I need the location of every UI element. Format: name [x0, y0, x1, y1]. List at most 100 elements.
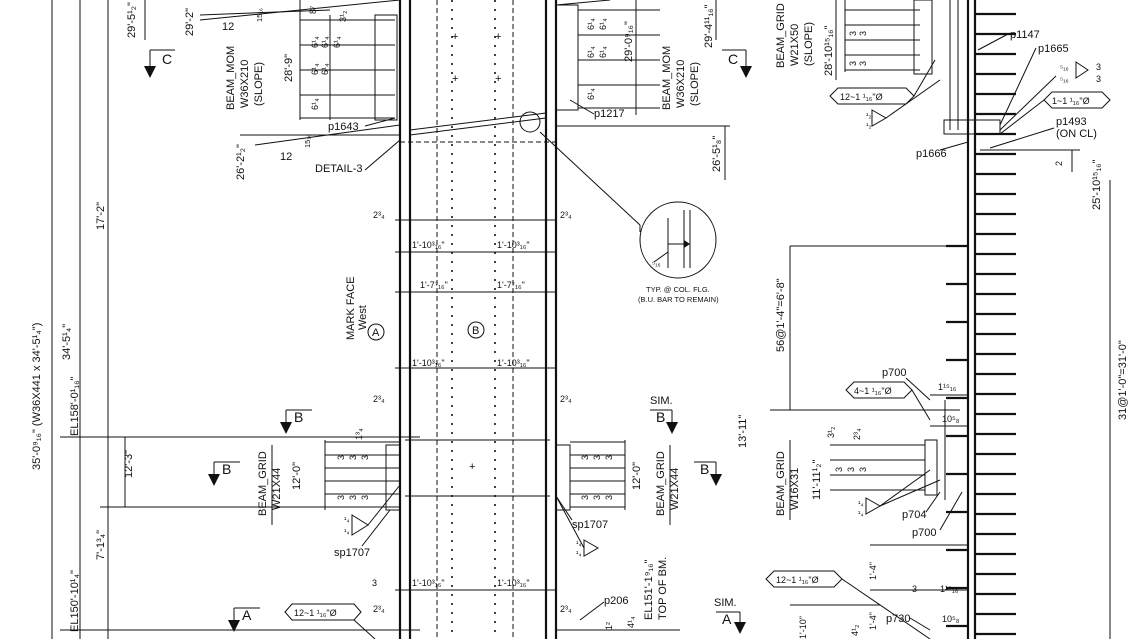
bolts: 12~1 ¹₁₆"Ø [840, 92, 883, 102]
part-p1147: p1147 [1010, 29, 1040, 41]
dim-12-3: 12'-3" [123, 450, 135, 478]
section-b-center: B [650, 409, 678, 434]
beam-slope: (SLOPE) [803, 22, 815, 66]
stack-5: 3 [604, 495, 614, 500]
bolts-bottom: 12~1 ¹₁₆"Ø [294, 608, 337, 618]
stack-5: 6¹₄ [332, 36, 342, 48]
plus-1: + [452, 31, 458, 43]
dim-13-11: 13'-11" [737, 415, 749, 448]
dim-23: 2³₄ [852, 428, 862, 440]
dim-3: 3 [912, 584, 917, 594]
stack-0: 3 [848, 61, 858, 66]
section-a: A [242, 607, 252, 623]
bolt-stack: 3 3 3 [834, 467, 868, 472]
part-p700b: p700 [912, 527, 936, 539]
section-c: C [162, 51, 172, 67]
stack-0: 3 [336, 455, 346, 460]
stack-0: 6¹₄ [586, 18, 596, 30]
part-p700: p700 [882, 367, 906, 379]
part-sp1707: sp1707 [334, 547, 370, 559]
part-p1217: p1217 [594, 108, 625, 120]
left-dim-2: 34'-5¹₄" [61, 324, 73, 360]
beam-size: W21X44 [271, 468, 283, 510]
dim-12-0: 12'-0" [291, 462, 303, 490]
beam-size: W21X50 [789, 24, 801, 66]
dim-8: 8⁷ [308, 6, 318, 14]
dim-105: 10⁵₈ [942, 414, 960, 424]
el-150: EL150'-10¹₄" [69, 570, 81, 632]
part-p730: p730 [886, 613, 910, 625]
col-dim-c-1: 1'-7⁷₁₆" [420, 280, 448, 290]
dim-23-l: 2³₄ [373, 604, 385, 614]
section-a-left: A [228, 607, 260, 632]
weld-detail-bubble: ⁵₁₆ TYP. @ COL. FLG. (B.U. BAR TO REMAIN… [638, 201, 719, 304]
stack-2: 3 [858, 467, 868, 472]
dim-29-5: 29'-5¹₂" [126, 2, 138, 38]
el-151: EL151'-1⁹₁₆" [643, 559, 655, 620]
right-spacing: 56@1'-4"=6'-8" [775, 278, 787, 352]
plus-4: + [495, 73, 501, 85]
weld-1: ¹₂ [866, 111, 871, 120]
part-p704: p704 [902, 509, 926, 521]
mid-center-connection: SIM. B B 3 3 3 3 3 3 12'-0" BEAM [555, 395, 722, 558]
part-sp1707: sp1707 [572, 519, 608, 531]
detail-label: DETAIL-3 [315, 163, 362, 175]
right-overall: 31@1'-0"=31'-0" [1117, 340, 1129, 420]
detail-weld: ⁵₁₆ [652, 259, 661, 268]
center-bolt-stack: 6¹₄ 6¹₄ 6¹₄ 6¹₄ 6¹₄ [586, 18, 608, 100]
top-left-connection: 29'-5¹₂" 29'-2" 12 15₁₆ 28'-9" 3¹₂ 8⁷ 6¹… [126, 0, 401, 180]
col-dim-a-2: 2³₄ [560, 210, 572, 220]
section-b-upper: B [280, 409, 312, 434]
col-dim-a-4: 2³₄ [560, 394, 572, 404]
left-bolt-stack: 6¹₄ 6¹₄ 6¹₄ 6¹₄ 6¹₄ 6¹₄ [310, 36, 342, 110]
bolt-stack: 3 3 3 3 3 3 [336, 455, 370, 500]
right-bottom-connection: 12~1 ¹₁₆"Ø 1'-4" 1'-4" 3 1¹⁵₁₆ p730 10⁵₈… [765, 544, 968, 639]
weld-1: ¹₄ [858, 499, 864, 508]
col-dim-d-3: 1'-10³₁₆" [412, 578, 445, 588]
stack-4: 6¹₄ [320, 63, 330, 75]
slope-frac: 15₁₆ [255, 8, 264, 22]
weld-2: ¹₂ [866, 121, 871, 130]
beam-size: W21X44 [669, 468, 681, 510]
section-b-lower: B [208, 461, 240, 486]
stack-1: 6¹₄ [310, 63, 320, 75]
stack-2: 6¹₄ [598, 18, 608, 30]
grid-b-bubble [467, 321, 485, 339]
detail-note-2: (B.U. BAR TO REMAIN) [638, 295, 719, 304]
weld-2: ¹₄ [344, 527, 350, 536]
dim-105: 10⁵₈ [942, 614, 960, 624]
stack-1: 6¹₄ [586, 46, 596, 58]
stack-0: 3 [834, 467, 844, 472]
sim-label: SIM. [650, 395, 673, 407]
slope-12: 12 [222, 21, 234, 33]
stud-row [946, 12, 1016, 636]
dim-1-4b: 1'-4" [868, 612, 878, 630]
stack-4: 3 [348, 495, 358, 500]
grid-b: B [472, 325, 479, 337]
stack-4: 6¹₄ [586, 88, 596, 100]
part-p1643: p1643 [328, 121, 359, 133]
section-a-right: A [716, 611, 746, 634]
left-vertical-dim: 35'-0⁹₁₆" (W36X441 x 34'-5¹₄") [31, 323, 43, 470]
plus-3: + [452, 73, 458, 85]
frac-3: 3 [1096, 62, 1101, 72]
beam-name: BEAM_MOM [225, 46, 237, 110]
col-dim-b-2: 1'-10³₁₆" [497, 240, 530, 250]
dim-115: 1¹⁵₁₆ [938, 382, 957, 392]
beam-name: BEAM_GRID [775, 3, 787, 68]
slope-frac-b: 15₁₆ [303, 134, 312, 148]
frac-5: ⁵₁₆ [1060, 63, 1069, 72]
col-dim-a-3: 2³₄ [373, 394, 385, 404]
beam-name: BEAM_GRID [257, 451, 269, 516]
dim-1-4: 1'-4" [868, 562, 878, 580]
bolts: 12~1 ¹₁₆"Ø [776, 575, 819, 585]
dim-29-0: 29'-0⁹₁₆" [623, 21, 635, 62]
on-cl: (ON CL) [1056, 128, 1097, 140]
weld-2: ¹₄ [858, 509, 864, 518]
part-p1665: p1665 [1038, 43, 1069, 55]
bolts: 4~1 ¹₁₆"Ø [854, 386, 892, 396]
weld-1: ¹₄ [344, 515, 350, 524]
section-c-left: C [144, 49, 175, 78]
bottom-connection: A 12~1 ¹₁₆"Ø 3 2³₄ 2³₄ EL151'-1⁹₁₆" TOP … [228, 557, 746, 639]
top-center-connection: 6¹₄ 6¹₄ 6¹₄ 6¹₄ 6¹₄ 29'-0⁹₁₆" BEAM_MOM W… [555, 0, 752, 180]
